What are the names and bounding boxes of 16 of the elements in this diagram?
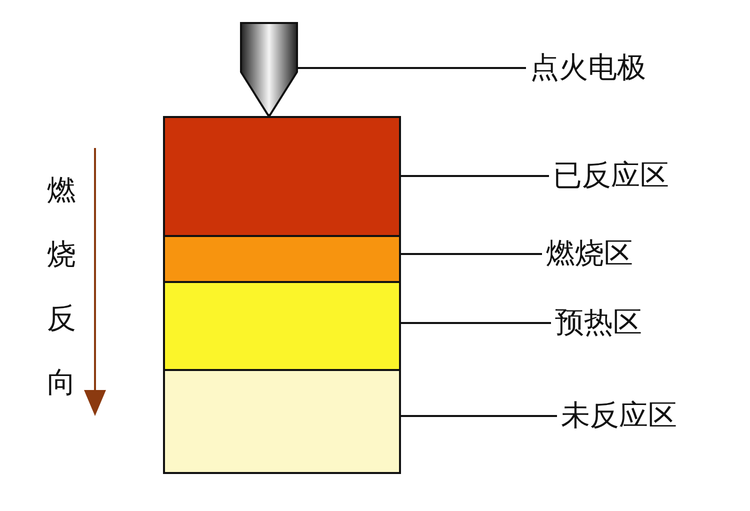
zone-label: 未反应区 xyxy=(561,400,677,432)
leader-line xyxy=(401,174,549,177)
layer-zone xyxy=(163,116,401,237)
leader-line xyxy=(401,322,551,324)
leader-line xyxy=(401,252,542,255)
layer-zone xyxy=(163,235,401,283)
direction-label: 燃烧反向 xyxy=(47,172,77,401)
zone-label: 燃烧区 xyxy=(546,238,633,270)
zone-label: 已反应区 xyxy=(553,160,669,192)
zone-label: 预热区 xyxy=(555,307,642,339)
zone-label: 点火电极 xyxy=(530,52,646,84)
layer-zone xyxy=(163,281,401,371)
leader-line xyxy=(401,414,557,417)
leader-line xyxy=(298,66,526,69)
electrode-drawing xyxy=(240,22,298,116)
layer-zone xyxy=(163,369,401,474)
